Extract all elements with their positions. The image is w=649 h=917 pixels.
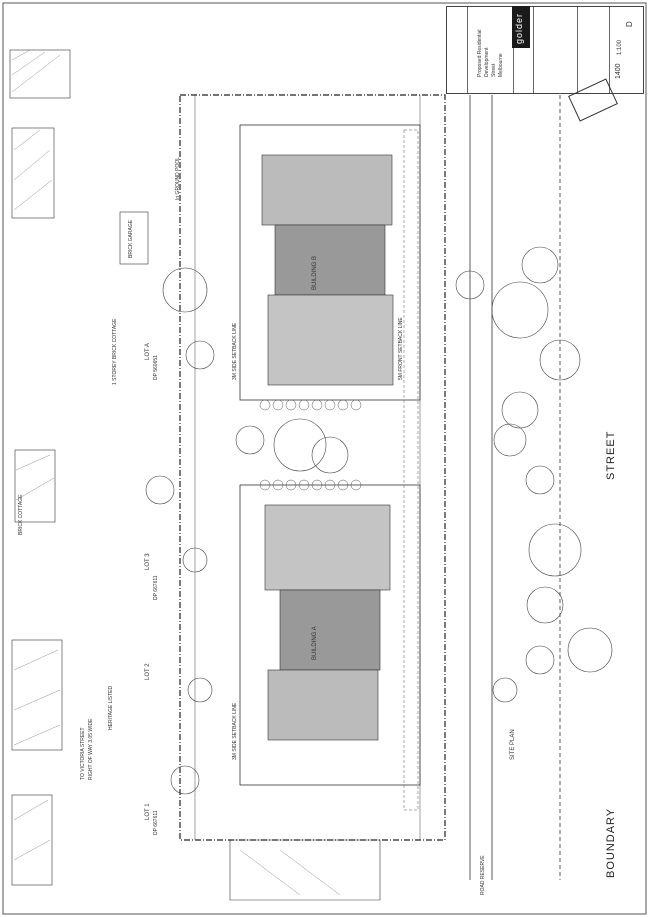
hedge-row	[259, 399, 362, 491]
building-a-label: BUILDING A	[312, 626, 318, 660]
neighbour-label-4: BRICK GARAGE	[128, 219, 134, 258]
setback-label-2: 5M FRONT SETBACK LINE	[398, 317, 404, 380]
title-block: Proposed Residential Development Street …	[446, 6, 644, 94]
site-boundary	[179, 94, 446, 841]
building-b	[239, 124, 421, 401]
lot-2-label: LOT 2	[145, 663, 151, 680]
project-line-3: Street	[491, 63, 497, 77]
lot-1-label: LOT 1	[145, 803, 151, 820]
firm-logo-text: golder	[514, 12, 524, 44]
right-of-way-width: RIGHT OF WAY 3.05 WIDE	[88, 718, 94, 781]
neighbour-label-1: 1 STOREY BRICK COTTAGE	[112, 318, 118, 385]
neighbour-label-3: In GROUND POOL	[175, 156, 181, 200]
sheet-ref: 1400	[615, 63, 622, 79]
plan-dp-1: DP 560651	[153, 355, 159, 380]
neighbour-properties	[9, 49, 149, 886]
building-a	[239, 484, 421, 786]
street-label: STREET	[605, 430, 617, 480]
boundary-label: BOUNDARY	[605, 807, 617, 878]
setback-label-3: 3M SIDE SETBACK LINE	[232, 702, 238, 760]
street-edges	[469, 95, 561, 880]
road-reserve-label: ROAD RESERVE	[480, 855, 486, 895]
firm-logo: golder	[512, 6, 530, 48]
lot-a-label: LOT A	[145, 343, 151, 360]
neighbour-label-2: BRICK COTTAGE	[18, 494, 24, 535]
setback-label-1: 3M SIDE SETBACK LINE	[232, 322, 238, 380]
building-b-label: BUILDING B	[312, 255, 318, 290]
south-neighbour	[229, 839, 381, 901]
revision: D	[625, 21, 634, 27]
neighbour-hatching	[11, 49, 61, 861]
tree-symbols	[145, 246, 613, 795]
project-line-4: Melbourne	[498, 53, 504, 77]
sheet-scale: 1:100	[617, 39, 623, 55]
sheet-title: SITE PLAN	[510, 729, 516, 760]
plan-dp-3: DP 667611	[153, 810, 159, 835]
driveway	[403, 129, 419, 811]
project-line-1: Proposed Residential	[477, 29, 483, 77]
lot-3-label: LOT 3	[145, 553, 151, 570]
plan-dp-2: DP 667611	[153, 575, 159, 600]
project-line-2: Development	[484, 47, 490, 77]
right-of-way-label: TO VICTORIA STREET	[80, 727, 86, 780]
heritage-listed: HERITAGE LISTED	[108, 685, 114, 730]
